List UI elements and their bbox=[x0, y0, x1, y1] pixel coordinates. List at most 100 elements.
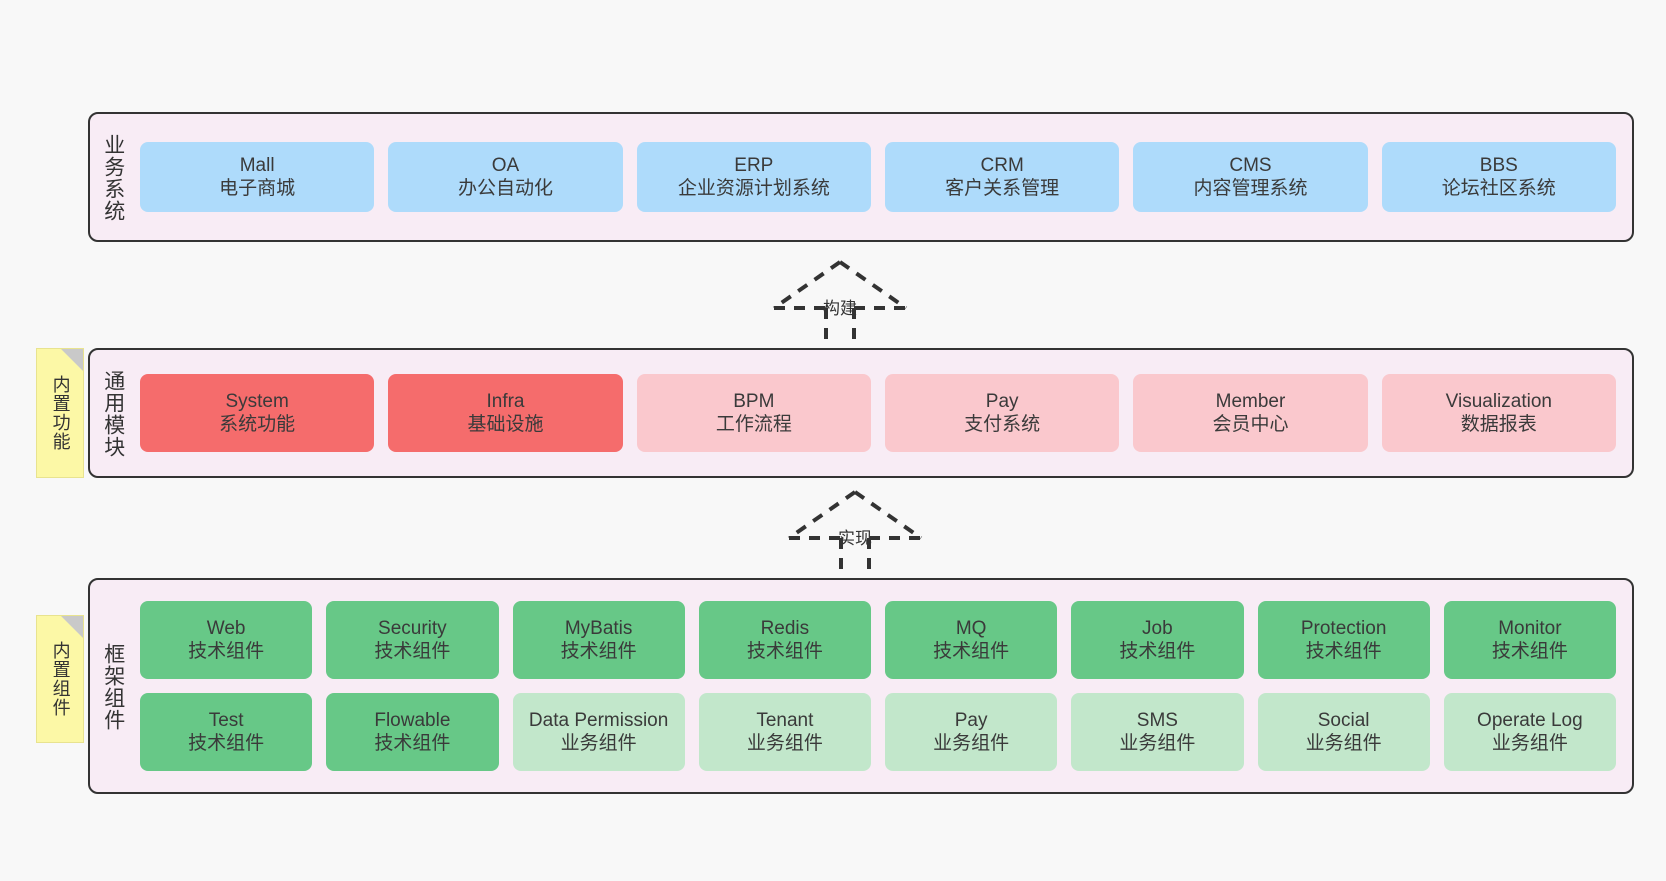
card-name: System bbox=[225, 390, 289, 412]
card-data-permission[interactable]: Data Permission 业务组件 bbox=[512, 693, 685, 771]
card-name: Infra bbox=[486, 390, 525, 412]
layer-framework-components: 框架组件 Web 技术组件 Security 技术组件 MyBatis 技术组件… bbox=[88, 578, 1634, 794]
card-desc: 基础设施 bbox=[467, 414, 544, 435]
note-builtin-features: 内置功能 bbox=[36, 348, 84, 478]
card-desc: 业务组件 bbox=[1305, 733, 1382, 754]
card-desc: 企业资源计划系统 bbox=[677, 178, 830, 199]
card-desc: 业务组件 bbox=[1119, 733, 1196, 754]
card-name: Test bbox=[208, 709, 244, 731]
card-web[interactable]: Web 技术组件 bbox=[140, 601, 313, 679]
card-operate-log[interactable]: Operate Log 业务组件 bbox=[1443, 693, 1616, 771]
layer-body-common: System 系统功能 Infra 基础设施 BPM 工作流程 Pay 支付系统… bbox=[136, 350, 1632, 476]
card-tenant[interactable]: Tenant 业务组件 bbox=[698, 693, 871, 771]
card-job[interactable]: Job 技术组件 bbox=[1071, 601, 1244, 679]
note-text: 内置组件 bbox=[50, 641, 71, 717]
card-desc: 技术组件 bbox=[1119, 641, 1196, 662]
card-desc: 数据报表 bbox=[1460, 414, 1537, 435]
connector-build-label: 构建 bbox=[823, 299, 857, 318]
card-desc: 办公自动化 bbox=[457, 178, 553, 199]
page-fold-icon bbox=[61, 616, 83, 638]
layer-title-common: 通用模块 bbox=[101, 370, 125, 458]
card-name: Redis bbox=[760, 617, 810, 639]
card-bbs[interactable]: BBS 论坛社区系统 bbox=[1381, 142, 1616, 212]
card-crm[interactable]: CRM 客户关系管理 bbox=[884, 142, 1120, 212]
card-social[interactable]: Social 业务组件 bbox=[1257, 693, 1430, 771]
card-flowable[interactable]: Flowable 技术组件 bbox=[326, 693, 499, 771]
card-name: MQ bbox=[955, 617, 987, 639]
card-visualization[interactable]: Visualization 数据报表 bbox=[1381, 374, 1616, 452]
card-desc: 系统功能 bbox=[219, 414, 296, 435]
card-oa[interactable]: OA 办公自动化 bbox=[388, 142, 623, 212]
card-desc: 技术组件 bbox=[933, 641, 1010, 662]
card-name: CMS bbox=[1229, 154, 1272, 176]
card-name: Social bbox=[1317, 709, 1370, 731]
card-desc: 论坛社区系统 bbox=[1441, 178, 1556, 199]
card-cms[interactable]: CMS 内容管理系统 bbox=[1133, 142, 1368, 212]
card-pay-component[interactable]: Pay 业务组件 bbox=[885, 693, 1058, 771]
card-protection[interactable]: Protection 技术组件 bbox=[1257, 601, 1430, 679]
card-name: SMS bbox=[1136, 709, 1178, 731]
card-erp[interactable]: ERP 企业资源计划系统 bbox=[636, 142, 871, 212]
connector-build: 构建 bbox=[760, 258, 920, 356]
card-desc: 技术组件 bbox=[374, 733, 451, 754]
card-name: Flowable bbox=[374, 709, 451, 731]
layer-common-modules: 通用模块 System 系统功能 Infra 基础设施 BPM 工作流程 Pay… bbox=[88, 348, 1634, 478]
card-bpm[interactable]: BPM 工作流程 bbox=[636, 374, 871, 452]
card-name: Job bbox=[1142, 617, 1173, 639]
card-row: System 系统功能 Infra 基础设施 BPM 工作流程 Pay 支付系统… bbox=[140, 374, 1616, 452]
card-system[interactable]: System 系统功能 bbox=[140, 374, 375, 452]
card-name: Web bbox=[206, 617, 246, 639]
card-monitor[interactable]: Monitor 技术组件 bbox=[1443, 601, 1616, 679]
note-text: 内置功能 bbox=[50, 375, 71, 451]
connector-implement: 实现 bbox=[775, 488, 935, 586]
card-name: Security bbox=[378, 617, 447, 639]
card-desc: 会员中心 bbox=[1212, 414, 1289, 435]
card-desc: 业务组件 bbox=[746, 733, 823, 754]
note-builtin-components: 内置组件 bbox=[36, 615, 84, 743]
card-desc: 业务组件 bbox=[933, 733, 1010, 754]
card-pay-module[interactable]: Pay 支付系统 bbox=[884, 374, 1120, 452]
layer-business-systems: 业务系统 Mall 电子商城 OA 办公自动化 ERP 企业资源计划系统 CRM… bbox=[88, 112, 1634, 242]
connector-implement-label: 实现 bbox=[838, 529, 872, 548]
card-test[interactable]: Test 技术组件 bbox=[140, 693, 313, 771]
card-name: ERP bbox=[734, 154, 774, 176]
layer-title-business: 业务系统 bbox=[101, 134, 125, 222]
page-fold-icon bbox=[61, 349, 83, 371]
card-desc: 业务组件 bbox=[1491, 733, 1568, 754]
card-desc: 技术组件 bbox=[1305, 641, 1382, 662]
card-desc: 电子商城 bbox=[219, 178, 296, 199]
card-infra[interactable]: Infra 基础设施 bbox=[388, 374, 623, 452]
card-row: Test 技术组件 Flowable 技术组件 Data Permission … bbox=[140, 693, 1616, 771]
card-desc: 技术组件 bbox=[188, 733, 265, 754]
card-name: OA bbox=[491, 154, 520, 176]
card-mall[interactable]: Mall 电子商城 bbox=[140, 142, 375, 212]
card-name: Tenant bbox=[756, 709, 814, 731]
card-redis[interactable]: Redis 技术组件 bbox=[698, 601, 871, 679]
card-desc: 工作流程 bbox=[715, 414, 792, 435]
card-name: Pay bbox=[954, 709, 988, 731]
card-name: CRM bbox=[980, 154, 1024, 176]
layer-body-business: Mall 电子商城 OA 办公自动化 ERP 企业资源计划系统 CRM 客户关系… bbox=[136, 114, 1632, 240]
layer-body-framework: Web 技术组件 Security 技术组件 MyBatis 技术组件 Redi… bbox=[136, 580, 1632, 792]
card-desc: 技术组件 bbox=[560, 641, 637, 662]
card-desc: 内容管理系统 bbox=[1193, 178, 1308, 199]
card-name: BBS bbox=[1479, 154, 1518, 176]
card-mq[interactable]: MQ 技术组件 bbox=[885, 601, 1058, 679]
card-name: Monitor bbox=[1498, 617, 1562, 639]
card-mybatis[interactable]: MyBatis 技术组件 bbox=[512, 601, 685, 679]
card-name: Data Permission bbox=[528, 709, 669, 731]
card-row: Web 技术组件 Security 技术组件 MyBatis 技术组件 Redi… bbox=[140, 601, 1616, 679]
card-name: Member bbox=[1215, 390, 1286, 412]
card-desc: 技术组件 bbox=[374, 641, 451, 662]
card-sms[interactable]: SMS 业务组件 bbox=[1071, 693, 1244, 771]
card-name: MyBatis bbox=[564, 617, 633, 639]
card-name: Pay bbox=[985, 390, 1019, 412]
card-name: Mall bbox=[239, 154, 275, 176]
card-desc: 技术组件 bbox=[746, 641, 823, 662]
card-security[interactable]: Security 技术组件 bbox=[326, 601, 499, 679]
layer-title-framework: 框架组件 bbox=[101, 643, 125, 731]
card-desc: 技术组件 bbox=[188, 641, 265, 662]
card-desc: 支付系统 bbox=[964, 414, 1041, 435]
card-member[interactable]: Member 会员中心 bbox=[1133, 374, 1368, 452]
